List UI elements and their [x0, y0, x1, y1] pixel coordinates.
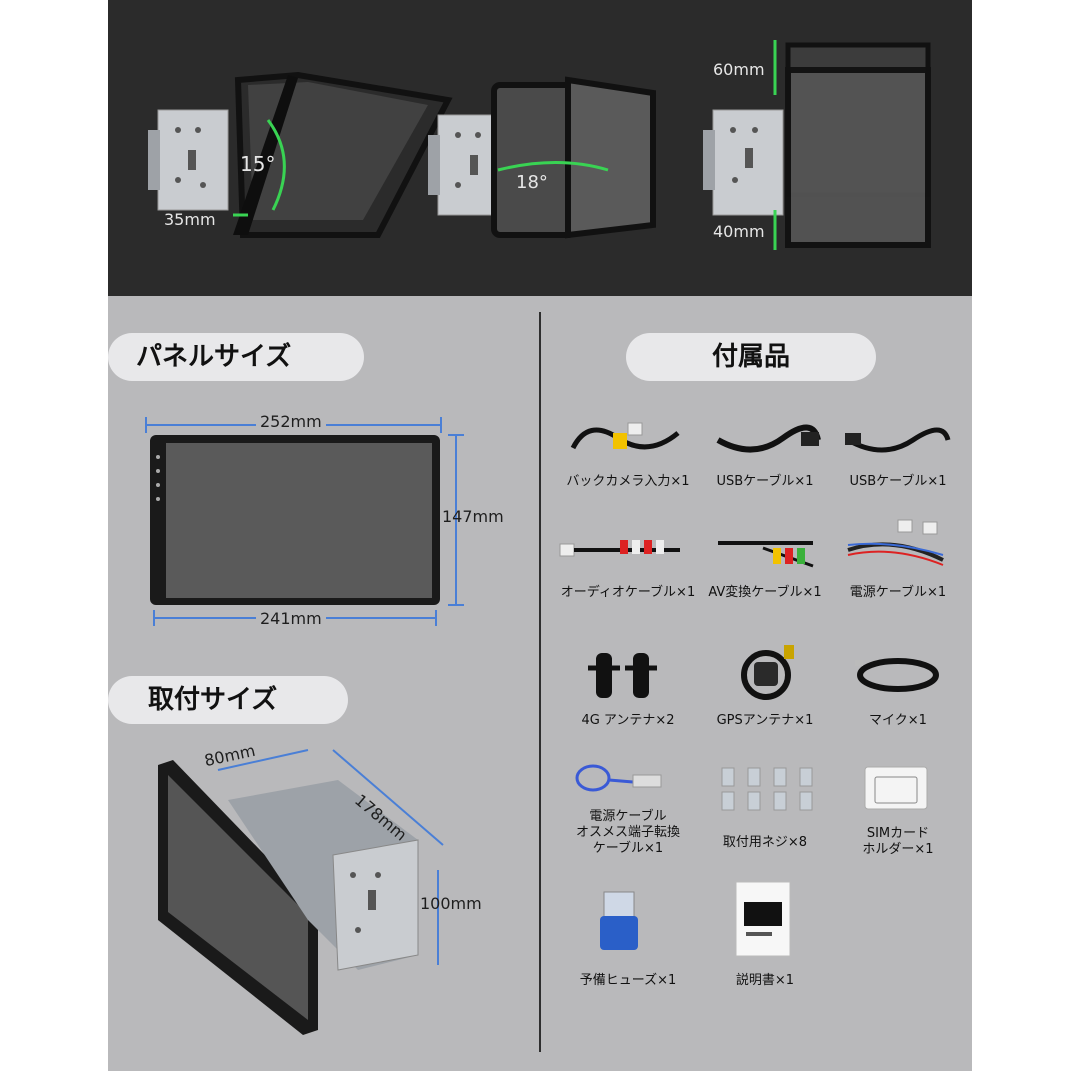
tilt-15-illustration — [148, 71, 453, 238]
mount-size-diagram — [158, 749, 444, 1035]
usb-cable-2-icon — [845, 427, 951, 453]
usb-cable-icon — [716, 424, 821, 453]
swivel-18-illustration — [428, 76, 656, 239]
left-gap-label: 35mm — [164, 210, 216, 229]
accessory-label-9: マイク×1 — [869, 713, 927, 728]
terminal-cable-icon — [575, 764, 662, 792]
accessory-label-13: 予備ヒューズ×1 — [579, 973, 677, 988]
accessory-label-8: GPSアンテナ×1 — [716, 713, 814, 728]
panel-width-top-label: 252mm — [256, 412, 326, 431]
accessory-label-10: 電源ケーブル オスメス端子転換 ケーブル×1 — [575, 809, 680, 856]
accessory-label-1: バックカメラ入力×1 — [566, 474, 690, 489]
panel-width-bottom-label: 241mm — [256, 609, 326, 628]
panel-size-heading: パネルサイズ — [108, 333, 364, 381]
accessory-label-11: 取付用ネジ×8 — [722, 835, 808, 850]
mount-height-label: 100mm — [420, 894, 482, 913]
microphone-icon — [855, 658, 939, 692]
fuse-icon — [600, 891, 638, 950]
column-divider — [539, 312, 541, 1052]
product-spec-page: 15° 35mm 18° 60mm 40mm パネルサイズ — [108, 0, 972, 1071]
height-adjust-illustration — [703, 40, 931, 250]
accessory-label-5: AV変換ケーブル×1 — [708, 585, 822, 600]
sim-holder-icon — [864, 766, 928, 810]
accessory-label-3: USBケーブル×1 — [849, 474, 947, 489]
tilt-angle-15-label: 15° — [240, 152, 276, 176]
accessory-label-12: SIMカード ホルダー×1 — [862, 826, 934, 857]
power-cable-icon — [847, 519, 944, 566]
accessory-label-6: 電源ケーブル×1 — [849, 585, 947, 600]
4g-antenna-icon — [588, 653, 657, 698]
mount-size-heading: 取付サイズ — [108, 676, 348, 724]
accessory-label-14: 説明書×1 — [735, 973, 795, 988]
audio-cable-icon — [559, 540, 680, 557]
panel-size-diagram — [145, 417, 464, 626]
accessory-label-7: 4G アンテナ×2 — [581, 713, 675, 728]
manual-icon — [735, 881, 791, 957]
screws-icon — [721, 767, 813, 811]
gps-antenna-icon — [741, 645, 794, 700]
accessory-label-4: オーディオケーブル×1 — [560, 585, 696, 600]
up-shift-label: 60mm — [713, 60, 765, 79]
panel-height-label: 147mm — [442, 507, 504, 526]
accessories-heading: 付属品 — [626, 333, 876, 381]
swivel-angle-18-label: 18° — [516, 172, 548, 193]
camera-cable-icon — [570, 422, 680, 450]
down-shift-label: 40mm — [713, 222, 765, 241]
accessory-label-2: USBケーブル×1 — [716, 474, 814, 489]
tilt-adjust-section: 15° 35mm 18° 60mm 40mm — [108, 0, 972, 296]
av-cable-icon — [718, 541, 814, 568]
